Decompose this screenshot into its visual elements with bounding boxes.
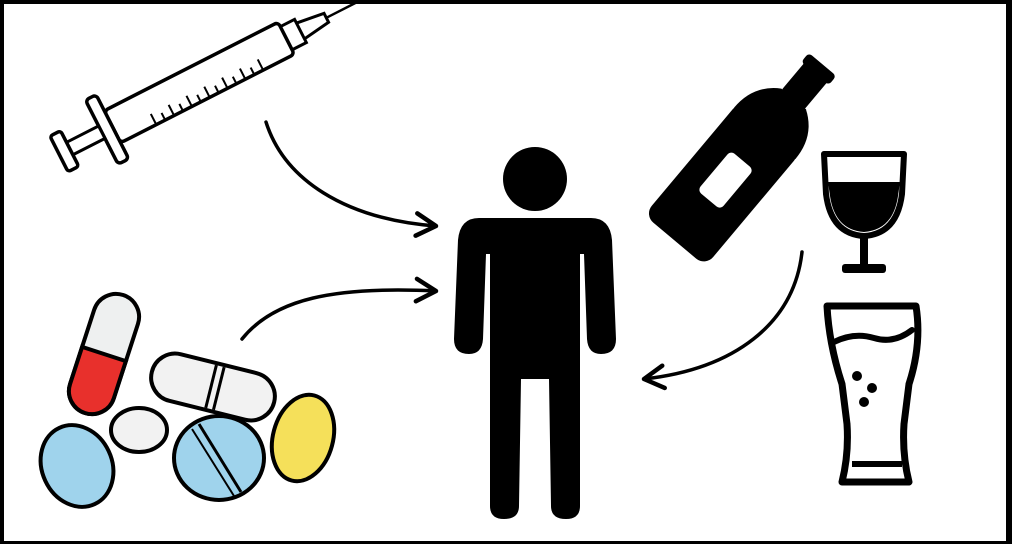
arrow-pills-to-person [242, 290, 436, 339]
beer-glass-icon [827, 306, 918, 482]
syringe-icon [43, 4, 432, 186]
pills-icon [28, 288, 344, 519]
illustration-canvas [4, 4, 1006, 541]
wine-glass-icon [824, 154, 904, 273]
person-icon [454, 147, 616, 519]
illustration-svg [4, 4, 1006, 541]
arrow-syringe-to-person [266, 122, 436, 226]
arrow-alcohol-to-person [644, 252, 802, 379]
